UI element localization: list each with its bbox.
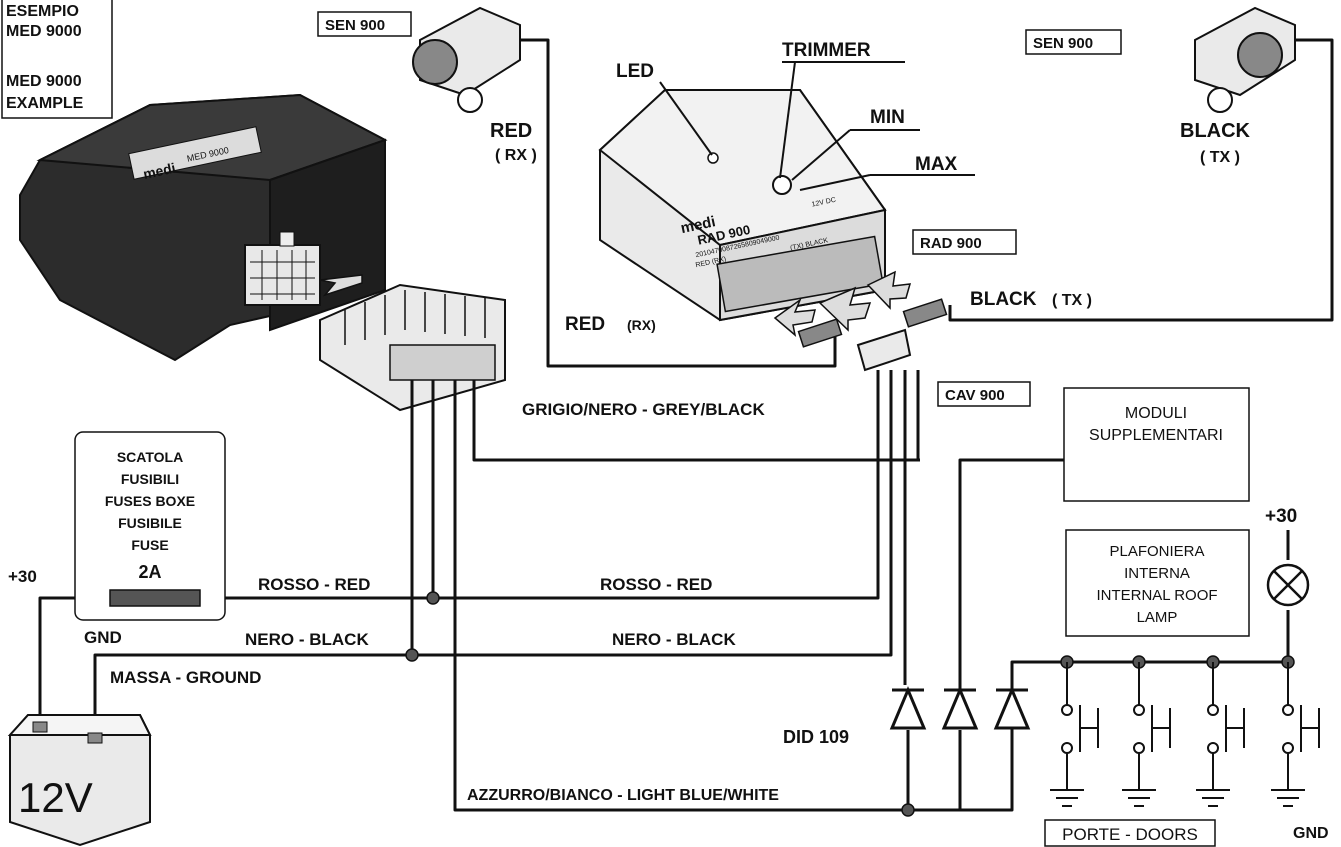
lamp-line4: LAMP (1137, 609, 1178, 626)
sensor-right-cable (948, 38, 1334, 322)
diode-1-icon (889, 686, 927, 730)
diode-3-icon (993, 686, 1031, 730)
led-leader (659, 81, 713, 156)
arrow-middle-icon (818, 286, 872, 332)
wire-nero-right-label: NERO - BLACK (612, 630, 736, 649)
door-switch-4 (1271, 655, 1320, 807)
example-box: ESEMPIO MED 9000 MED 9000 EXAMPLE (1, 0, 113, 119)
sen-right-label-box: SEN 900 (1025, 29, 1122, 55)
rad-max-label: MAX (915, 154, 958, 175)
fuse-box: SCATOLA FUSIBILI FUSES BOXE FUSIBILE FUS… (74, 431, 226, 621)
sen-left-label: SEN 900 (325, 17, 385, 34)
rad-conn-red: RED (565, 314, 605, 335)
sen-right-label: SEN 900 (1033, 35, 1093, 52)
battery-voltage: 12V (18, 774, 93, 821)
sen-right-wire: BLACK (1180, 120, 1251, 142)
fuse-line5: FUSE (131, 537, 168, 553)
sen-left-label-box: SEN 900 (317, 11, 412, 37)
doors-gnd: GND (1293, 825, 1329, 842)
lamp-line2: INTERNA (1124, 565, 1190, 582)
fuse-line3: FUSES BOXE (105, 493, 195, 509)
wire-grey-black (472, 380, 920, 462)
rad-900-module: medi RAD 900 2010470087265809049000 RED … (598, 89, 887, 322)
rad-conn-red-sub: (RX) (627, 317, 656, 333)
min-leader (791, 129, 851, 181)
rad-min-label: MIN (870, 107, 905, 128)
arrow-right-icon (866, 270, 912, 310)
moduli-line1: MODULI (1125, 405, 1187, 422)
example-line2: MED 9000 (6, 23, 82, 40)
plug-arrow-icon (319, 274, 363, 297)
diode-2-icon (941, 686, 979, 730)
moduli-line2: SUPPLEMENTARI (1089, 427, 1223, 444)
rad-trimmer-label: TRIMMER (782, 40, 871, 61)
moduli-box: MODULI SUPPLEMENTARI (1063, 387, 1250, 502)
wire-rosso-left-label: ROSSO - RED (258, 575, 370, 594)
doors-label: PORTE - DOORS (1062, 825, 1198, 844)
battery-plus: +30 (8, 567, 37, 586)
wire-door-bus (1010, 660, 1288, 700)
rad-label: RAD 900 (920, 235, 982, 252)
sensor-left-cable (520, 38, 837, 368)
lamp-plus: +30 (1265, 506, 1297, 527)
battery-gnd: GND (84, 628, 122, 647)
rad-conn-black-sub: ( TX ) (1052, 292, 1092, 309)
door-switches (1050, 655, 1320, 807)
wire-massa-label: MASSA - GROUND (110, 668, 261, 687)
example-line4: EXAMPLE (6, 95, 84, 112)
junction-red (426, 591, 440, 605)
sen-right-sub: ( TX ) (1200, 149, 1240, 166)
wire-light-blue-label: AZZURRO/BIANCO - LIGHT BLUE/WHITE (467, 787, 779, 804)
lamp-line3: INTERNAL ROOF (1096, 587, 1217, 604)
rad-brand: medi (679, 213, 717, 237)
door-switch-1 (1050, 655, 1099, 807)
med-9000-unit: medi MED 9000 (19, 93, 388, 362)
rad-label-box: RAD 900 (912, 229, 1017, 255)
wire-light-blue (453, 380, 908, 812)
fuse-line1: SCATOLA (117, 449, 183, 465)
fuse-line4: FUSIBILE (118, 515, 182, 531)
sensor-left (412, 6, 521, 113)
rad-conn-black: BLACK (970, 289, 1037, 310)
fuse-line2: FUSIBILI (121, 471, 179, 487)
max-leader (799, 174, 871, 191)
lamp-icon (1266, 563, 1310, 607)
arrow-left-icon (773, 297, 816, 337)
med-plug (319, 283, 506, 412)
door-switch-2 (1122, 655, 1171, 807)
sen-left-wire: RED (490, 120, 532, 142)
battery: 12V (7, 714, 152, 847)
wire-nero-left-label: NERO - BLACK (245, 630, 369, 649)
wire-rosso-right-label: ROSSO - RED (600, 575, 712, 594)
example-line1: ESEMPIO (6, 3, 79, 20)
junction-blue (901, 803, 915, 817)
rad-led-label: LED (616, 61, 654, 82)
example-line3: MED 9000 (6, 73, 82, 90)
cav-label-box: CAV 900 (937, 381, 1031, 407)
sensor-right (1194, 6, 1296, 113)
wire-moduli (958, 458, 1070, 700)
rad-connectors (773, 270, 948, 372)
lamp-line1: PLAFONIERA (1109, 543, 1204, 560)
junction-black (405, 648, 419, 662)
rad-volt: 12V DC (811, 197, 836, 209)
wire-grey-black-label: GRIGIO/NERO - GREY/BLACK (522, 400, 765, 419)
sen-left-sub: ( RX ) (495, 147, 537, 164)
med-brand: medi (142, 160, 177, 182)
fuse-icon (109, 589, 201, 607)
lamp-box: PLAFONIERA INTERNA INTERNAL ROOF LAMP (1065, 529, 1250, 637)
fuse-rating: 2A (138, 562, 161, 582)
trimmer-leader (779, 61, 796, 179)
door-switch-3 (1196, 655, 1245, 807)
cav-label: CAV 900 (945, 387, 1005, 404)
diode-label: DID 109 (783, 727, 849, 747)
doors-label-box: PORTE - DOORS (1044, 819, 1216, 847)
